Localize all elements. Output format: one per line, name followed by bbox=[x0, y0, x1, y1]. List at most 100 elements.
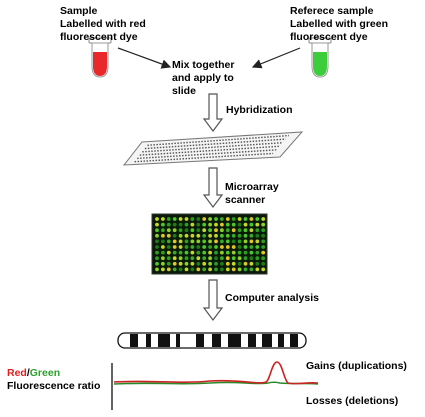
array-spot bbox=[196, 261, 201, 266]
array-spot bbox=[208, 267, 213, 272]
array-spot bbox=[202, 267, 207, 272]
array-spot bbox=[196, 233, 201, 238]
array-spot bbox=[225, 261, 230, 266]
array-spot bbox=[220, 245, 224, 249]
array-spot bbox=[161, 217, 165, 221]
array-spot bbox=[243, 256, 248, 261]
array-spot bbox=[202, 250, 207, 255]
array-spot bbox=[220, 267, 224, 272]
array-spot bbox=[202, 239, 207, 244]
array-spot bbox=[196, 217, 201, 221]
hybridization-label: Hybridization bbox=[226, 104, 293, 116]
array-spot bbox=[208, 222, 213, 227]
array-spot bbox=[190, 256, 195, 261]
array-spot bbox=[255, 239, 260, 244]
array-spot bbox=[196, 245, 201, 249]
array-spot bbox=[243, 250, 248, 255]
array-spot bbox=[249, 239, 254, 244]
array-spot bbox=[161, 261, 165, 266]
array-spot bbox=[220, 239, 224, 244]
array-spot bbox=[208, 217, 213, 221]
losses-label: Losses (deletions) bbox=[306, 395, 399, 407]
array-spot bbox=[231, 250, 236, 255]
array-spot bbox=[249, 250, 254, 255]
array-spot bbox=[155, 250, 159, 255]
array-spot bbox=[172, 228, 177, 233]
down-arrow-1 bbox=[202, 93, 224, 132]
array-spot bbox=[261, 245, 266, 249]
array-spot bbox=[178, 250, 183, 255]
red-green-label: Red/Green bbox=[7, 367, 60, 380]
array-spot bbox=[202, 228, 207, 233]
array-spot bbox=[161, 233, 165, 238]
array-spot bbox=[208, 256, 213, 261]
array-spot bbox=[178, 245, 183, 249]
array-spot bbox=[178, 228, 183, 233]
array-spot bbox=[166, 261, 171, 266]
array-spot bbox=[249, 256, 254, 261]
slide-spot-row bbox=[139, 145, 280, 156]
array-spot bbox=[172, 239, 177, 244]
array-spot bbox=[161, 256, 165, 261]
array-spot bbox=[261, 261, 266, 266]
array-spot bbox=[255, 267, 260, 272]
array-spot bbox=[237, 228, 242, 233]
array-spot bbox=[196, 222, 201, 227]
array-spot bbox=[166, 239, 171, 244]
array-spot bbox=[261, 256, 266, 261]
array-spot bbox=[184, 256, 189, 261]
array-spot bbox=[172, 233, 177, 238]
array-spot bbox=[249, 261, 254, 266]
array-spot bbox=[261, 222, 266, 227]
array-spot bbox=[255, 261, 260, 266]
array-spot bbox=[184, 233, 189, 238]
ratio-plot bbox=[111, 361, 319, 410]
array-spot bbox=[214, 222, 218, 227]
array-spot bbox=[178, 222, 183, 227]
array-spot bbox=[225, 217, 230, 221]
array-spot bbox=[166, 245, 171, 249]
array-spot bbox=[155, 267, 159, 272]
array-spot bbox=[161, 228, 165, 233]
array-spot bbox=[166, 256, 171, 261]
array-spot bbox=[255, 222, 260, 227]
array-spot bbox=[166, 222, 171, 227]
array-spot bbox=[261, 217, 266, 221]
mix-step-label: Mix together and apply to slide bbox=[172, 59, 235, 97]
array-spot bbox=[214, 217, 218, 221]
array-spot bbox=[220, 222, 224, 227]
array-spot bbox=[208, 239, 213, 244]
array-spot bbox=[220, 228, 224, 233]
array-spot bbox=[214, 267, 218, 272]
array-spot bbox=[237, 250, 242, 255]
array-spot bbox=[202, 261, 207, 266]
array-spot bbox=[225, 245, 230, 249]
down-arrow-2 bbox=[202, 167, 224, 208]
array-spot bbox=[220, 233, 224, 238]
array-spot bbox=[161, 245, 165, 249]
array-spot bbox=[166, 217, 171, 221]
array-spot bbox=[214, 233, 218, 238]
array-spot bbox=[231, 256, 236, 261]
glass-slide bbox=[122, 131, 304, 166]
array-spot bbox=[243, 261, 248, 266]
array-spot bbox=[249, 217, 254, 221]
array-spot bbox=[231, 261, 236, 266]
array-spot bbox=[255, 233, 260, 238]
array-spot bbox=[161, 250, 165, 255]
array-spot bbox=[261, 239, 266, 244]
array-spot bbox=[261, 267, 266, 272]
scanner-label: Microarray scanner bbox=[225, 181, 279, 206]
array-spot bbox=[161, 267, 165, 272]
array-spot bbox=[161, 239, 165, 244]
array-spot bbox=[166, 228, 171, 233]
array-spot bbox=[172, 256, 177, 261]
array-spot bbox=[214, 228, 218, 233]
array-spot bbox=[166, 267, 171, 272]
array-spot bbox=[190, 267, 195, 272]
array-spot bbox=[184, 267, 189, 272]
array-spot bbox=[237, 222, 242, 227]
array-spot bbox=[178, 217, 183, 221]
array-spot bbox=[243, 233, 248, 238]
